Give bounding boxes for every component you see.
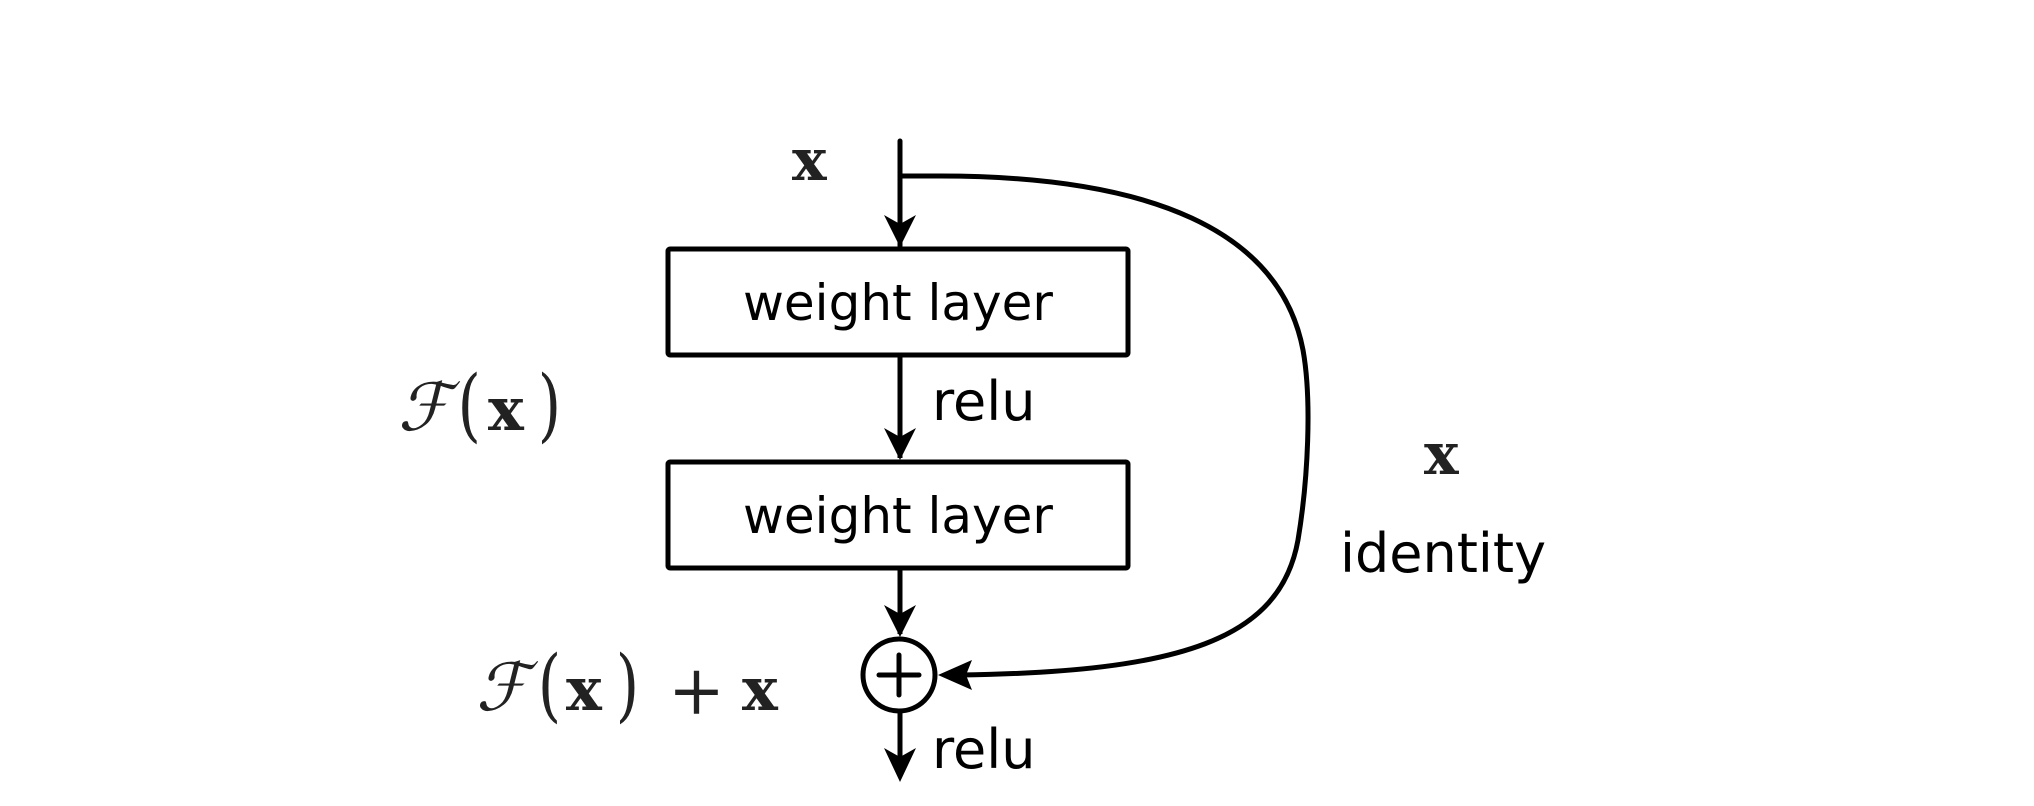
svg-text:ℱ: ℱ xyxy=(476,649,539,726)
residual-function-label: ℱ ( x ) xyxy=(398,357,561,451)
weight-layer-2: weight layer xyxy=(665,459,1131,571)
sum-node xyxy=(860,636,938,714)
identity-label: identity xyxy=(1340,522,1546,585)
input-label: x xyxy=(792,126,827,194)
svg-text:x: x xyxy=(488,375,525,445)
svg-text:ℱ: ℱ xyxy=(398,369,461,446)
input-arrowhead-icon xyxy=(884,215,916,247)
svg-text:): ) xyxy=(538,357,561,451)
svg-text:x: x xyxy=(742,655,779,725)
sum-input-arrowhead-icon xyxy=(884,605,916,637)
shortcut-arrowhead-icon xyxy=(938,660,972,690)
output-arrowhead-icon xyxy=(884,748,916,782)
identity-shortcut-path xyxy=(902,173,1311,678)
weight-layer-2-label: weight layer xyxy=(743,487,1053,545)
sum-expression-label: ℱ ( x ) + x xyxy=(476,637,779,731)
svg-text:+: + xyxy=(668,652,725,731)
weight-layer-1: weight layer xyxy=(665,246,1131,358)
svg-text:x: x xyxy=(566,655,603,725)
relu-arrowhead-1-icon xyxy=(884,428,916,460)
relu-label-1: relu xyxy=(932,370,1035,433)
relu-label-2: relu xyxy=(932,718,1035,781)
svg-text:): ) xyxy=(616,637,639,731)
svg-text:(: ( xyxy=(538,637,561,731)
weight-layer-1-label: weight layer xyxy=(743,274,1053,332)
shortcut-var-label: x xyxy=(1424,420,1459,488)
svg-text:(: ( xyxy=(458,357,481,451)
